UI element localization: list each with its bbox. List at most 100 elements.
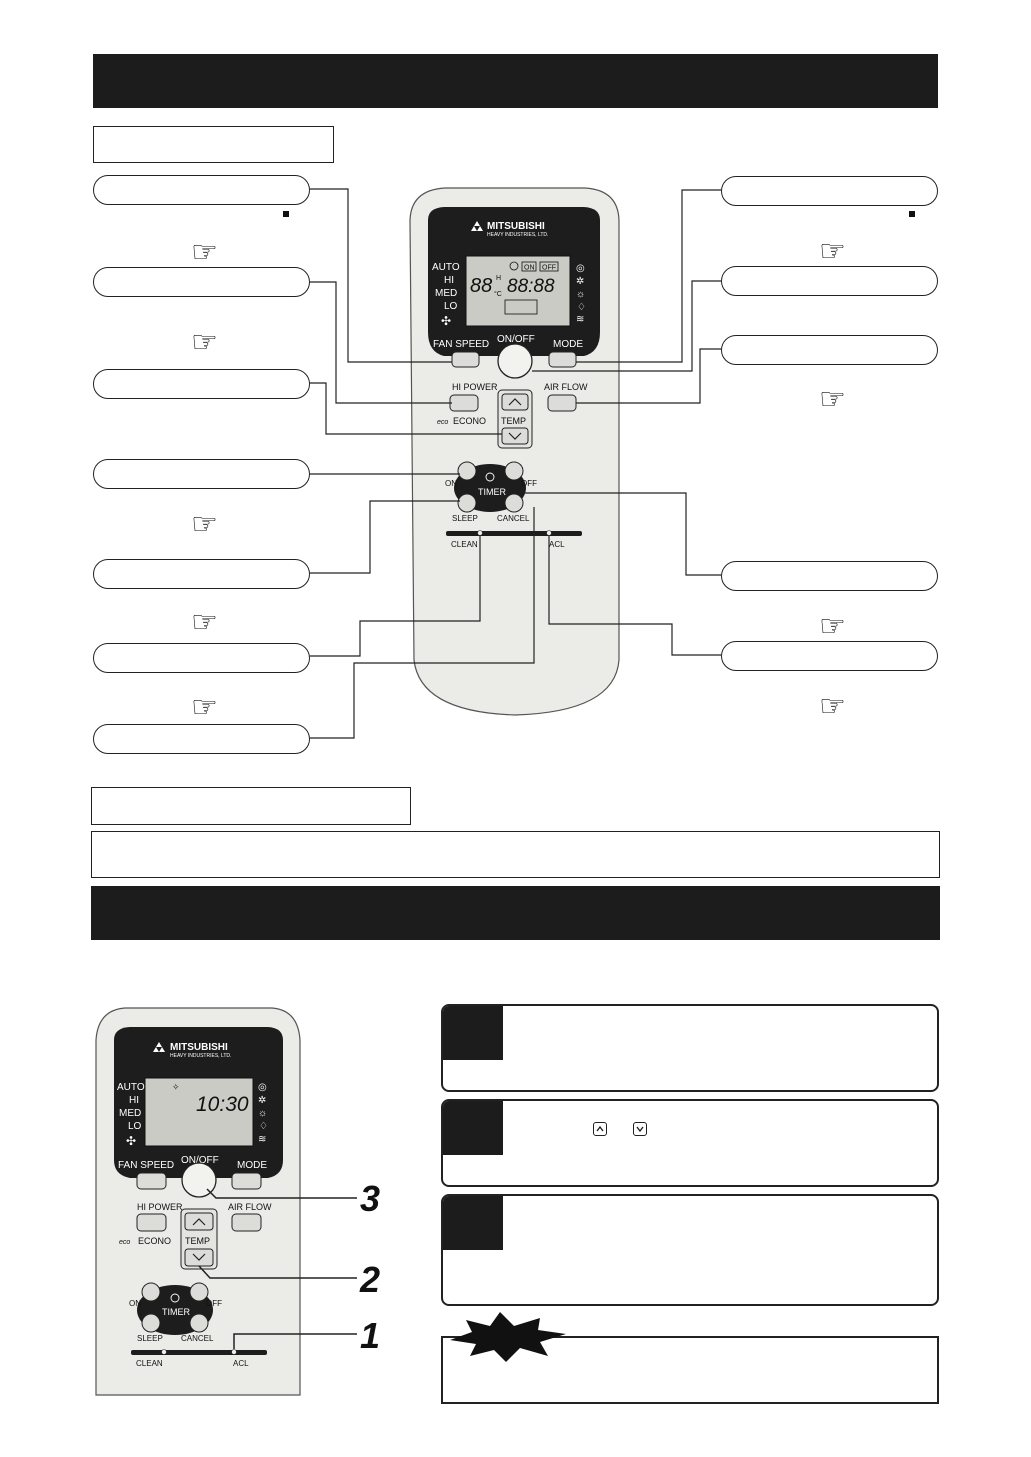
timer-label: TIMER — [162, 1307, 190, 1317]
label-on-off — [721, 266, 938, 296]
label-hi-power — [93, 267, 310, 297]
timer-on-button[interactable] — [141, 1282, 161, 1302]
temp-up-button[interactable] — [184, 1212, 214, 1231]
clean-pinhole[interactable] — [161, 1349, 167, 1355]
clean-pinhole[interactable] — [477, 530, 483, 536]
step-number-tab-2 — [443, 1101, 503, 1155]
sleep-button[interactable] — [457, 493, 477, 513]
lcd-on-tag — [521, 261, 537, 272]
timer-label: TIMER — [478, 487, 506, 497]
bullet-mark — [283, 211, 289, 217]
on-off-button[interactable] — [181, 1162, 217, 1198]
lcd-temp-digits: 88 — [470, 275, 492, 297]
sleep-label: SLEEP — [452, 514, 478, 523]
mode-auto-icon: ◎ — [258, 1082, 267, 1093]
temp-down-button[interactable] — [184, 1248, 214, 1267]
acl-label: ACL — [549, 540, 565, 549]
pointing-hand-icon: ☞ — [191, 605, 218, 640]
air-flow-button[interactable] — [231, 1213, 262, 1232]
section-header-banner-bottom — [91, 886, 940, 940]
fan-label-lo: LO — [444, 301, 458, 312]
cancel-button[interactable] — [189, 1313, 209, 1333]
acl-label: ACL — [233, 1359, 249, 1368]
label-clean — [93, 643, 310, 673]
mode-heat-icon: ☼ — [258, 1108, 267, 1119]
label-fan-speed — [93, 175, 310, 205]
bottom-bar — [446, 531, 582, 536]
label-sleep — [93, 559, 310, 589]
air-flow-label: AIR FLOW — [228, 1202, 272, 1212]
hi-power-button[interactable] — [136, 1213, 167, 1232]
label-air-flow — [721, 335, 938, 365]
up-arrow-icon — [508, 398, 522, 406]
cancel-button[interactable] — [504, 493, 524, 513]
mode-heat-icon: ☼ — [576, 289, 585, 300]
temp-button-frame — [497, 389, 533, 449]
on-off-button[interactable] — [497, 343, 533, 379]
fan-label-hi: HI — [444, 275, 454, 286]
econo-label: ECONO — [138, 1236, 171, 1246]
mode-button[interactable] — [548, 351, 577, 368]
callout-number-2: 2 — [359, 1259, 380, 1300]
hi-power-label: HI POWER — [452, 382, 498, 392]
acl-pinhole[interactable] — [231, 1349, 237, 1355]
cancel-label: CANCEL — [181, 1334, 214, 1343]
pointing-hand-icon: ☞ — [191, 325, 218, 360]
timer-panel — [454, 464, 526, 512]
fan-speed-button[interactable] — [136, 1172, 167, 1190]
lcd-on-tag-text: ON — [524, 265, 535, 272]
timer-on-button[interactable] — [457, 461, 477, 481]
fan-icon: ✣ — [441, 314, 451, 328]
timer-off-label: OFF — [521, 479, 537, 488]
pointing-hand-icon: ☞ — [191, 690, 218, 725]
mode-cool-icon: ✲ — [576, 276, 584, 287]
temp-up-button[interactable] — [501, 393, 529, 411]
fan-icon: ✣ — [126, 1134, 136, 1148]
callout-number-1: 1 — [360, 1315, 380, 1356]
acl-pinhole[interactable] — [546, 530, 552, 536]
lcd-screen — [465, 255, 571, 327]
mode-button[interactable] — [231, 1172, 262, 1190]
lcd-hi-sup: H — [496, 275, 501, 282]
mode-label: MODE — [237, 1160, 267, 1171]
temp-label: TEMP — [185, 1236, 210, 1246]
callout-number-3: 3 — [360, 1178, 380, 1219]
fan-label-auto: AUTO — [432, 262, 460, 273]
pointing-hand-icon: ☞ — [191, 235, 218, 270]
timer-off-button[interactable] — [504, 461, 524, 481]
fan-label-med: MED — [435, 288, 457, 299]
hi-power-button[interactable] — [449, 394, 479, 412]
air-flow-button[interactable] — [547, 394, 577, 412]
lcd-louver-icon — [504, 299, 538, 315]
timer-off-button[interactable] — [189, 1282, 209, 1302]
clock-icon — [509, 261, 519, 271]
mode-dry-icon: ♢ — [259, 1121, 268, 1132]
fan-label-lo: LO — [128, 1121, 142, 1132]
cancel-label: CANCEL — [497, 514, 530, 523]
clean-sparkle-icon: ✧ — [172, 1082, 180, 1092]
mode-auto-icon: ◎ — [576, 263, 585, 274]
clean-label: CLEAN — [136, 1359, 163, 1368]
subheading-box-middle — [91, 787, 411, 825]
clock-icon — [170, 1293, 180, 1303]
mitsubishi-logo-icon — [153, 1042, 165, 1052]
eco-mark: eco — [119, 1239, 130, 1246]
pointing-hand-icon: ☞ — [819, 609, 846, 644]
mode-fan-icon: ≋ — [258, 1134, 266, 1145]
bottom-bar — [131, 1350, 267, 1355]
econo-label: ECONO — [453, 416, 486, 426]
brand-name: MITSUBISHI — [170, 1042, 228, 1053]
fan-speed-button[interactable] — [451, 351, 480, 368]
label-acl — [721, 641, 938, 671]
air-flow-label: AIR FLOW — [544, 382, 588, 392]
temp-down-button[interactable] — [501, 427, 529, 445]
section-header-banner-top — [93, 54, 938, 108]
timer-off-label: OFF — [206, 1299, 222, 1308]
hi-power-label: HI POWER — [137, 1202, 183, 1212]
step-box-3 — [441, 1194, 939, 1306]
timer-panel — [137, 1285, 213, 1335]
sleep-button[interactable] — [141, 1313, 161, 1333]
lcd-temp-unit: °C — [494, 290, 502, 298]
label-mode — [721, 176, 938, 206]
lcd-off-tag-text: OFF — [542, 265, 556, 272]
